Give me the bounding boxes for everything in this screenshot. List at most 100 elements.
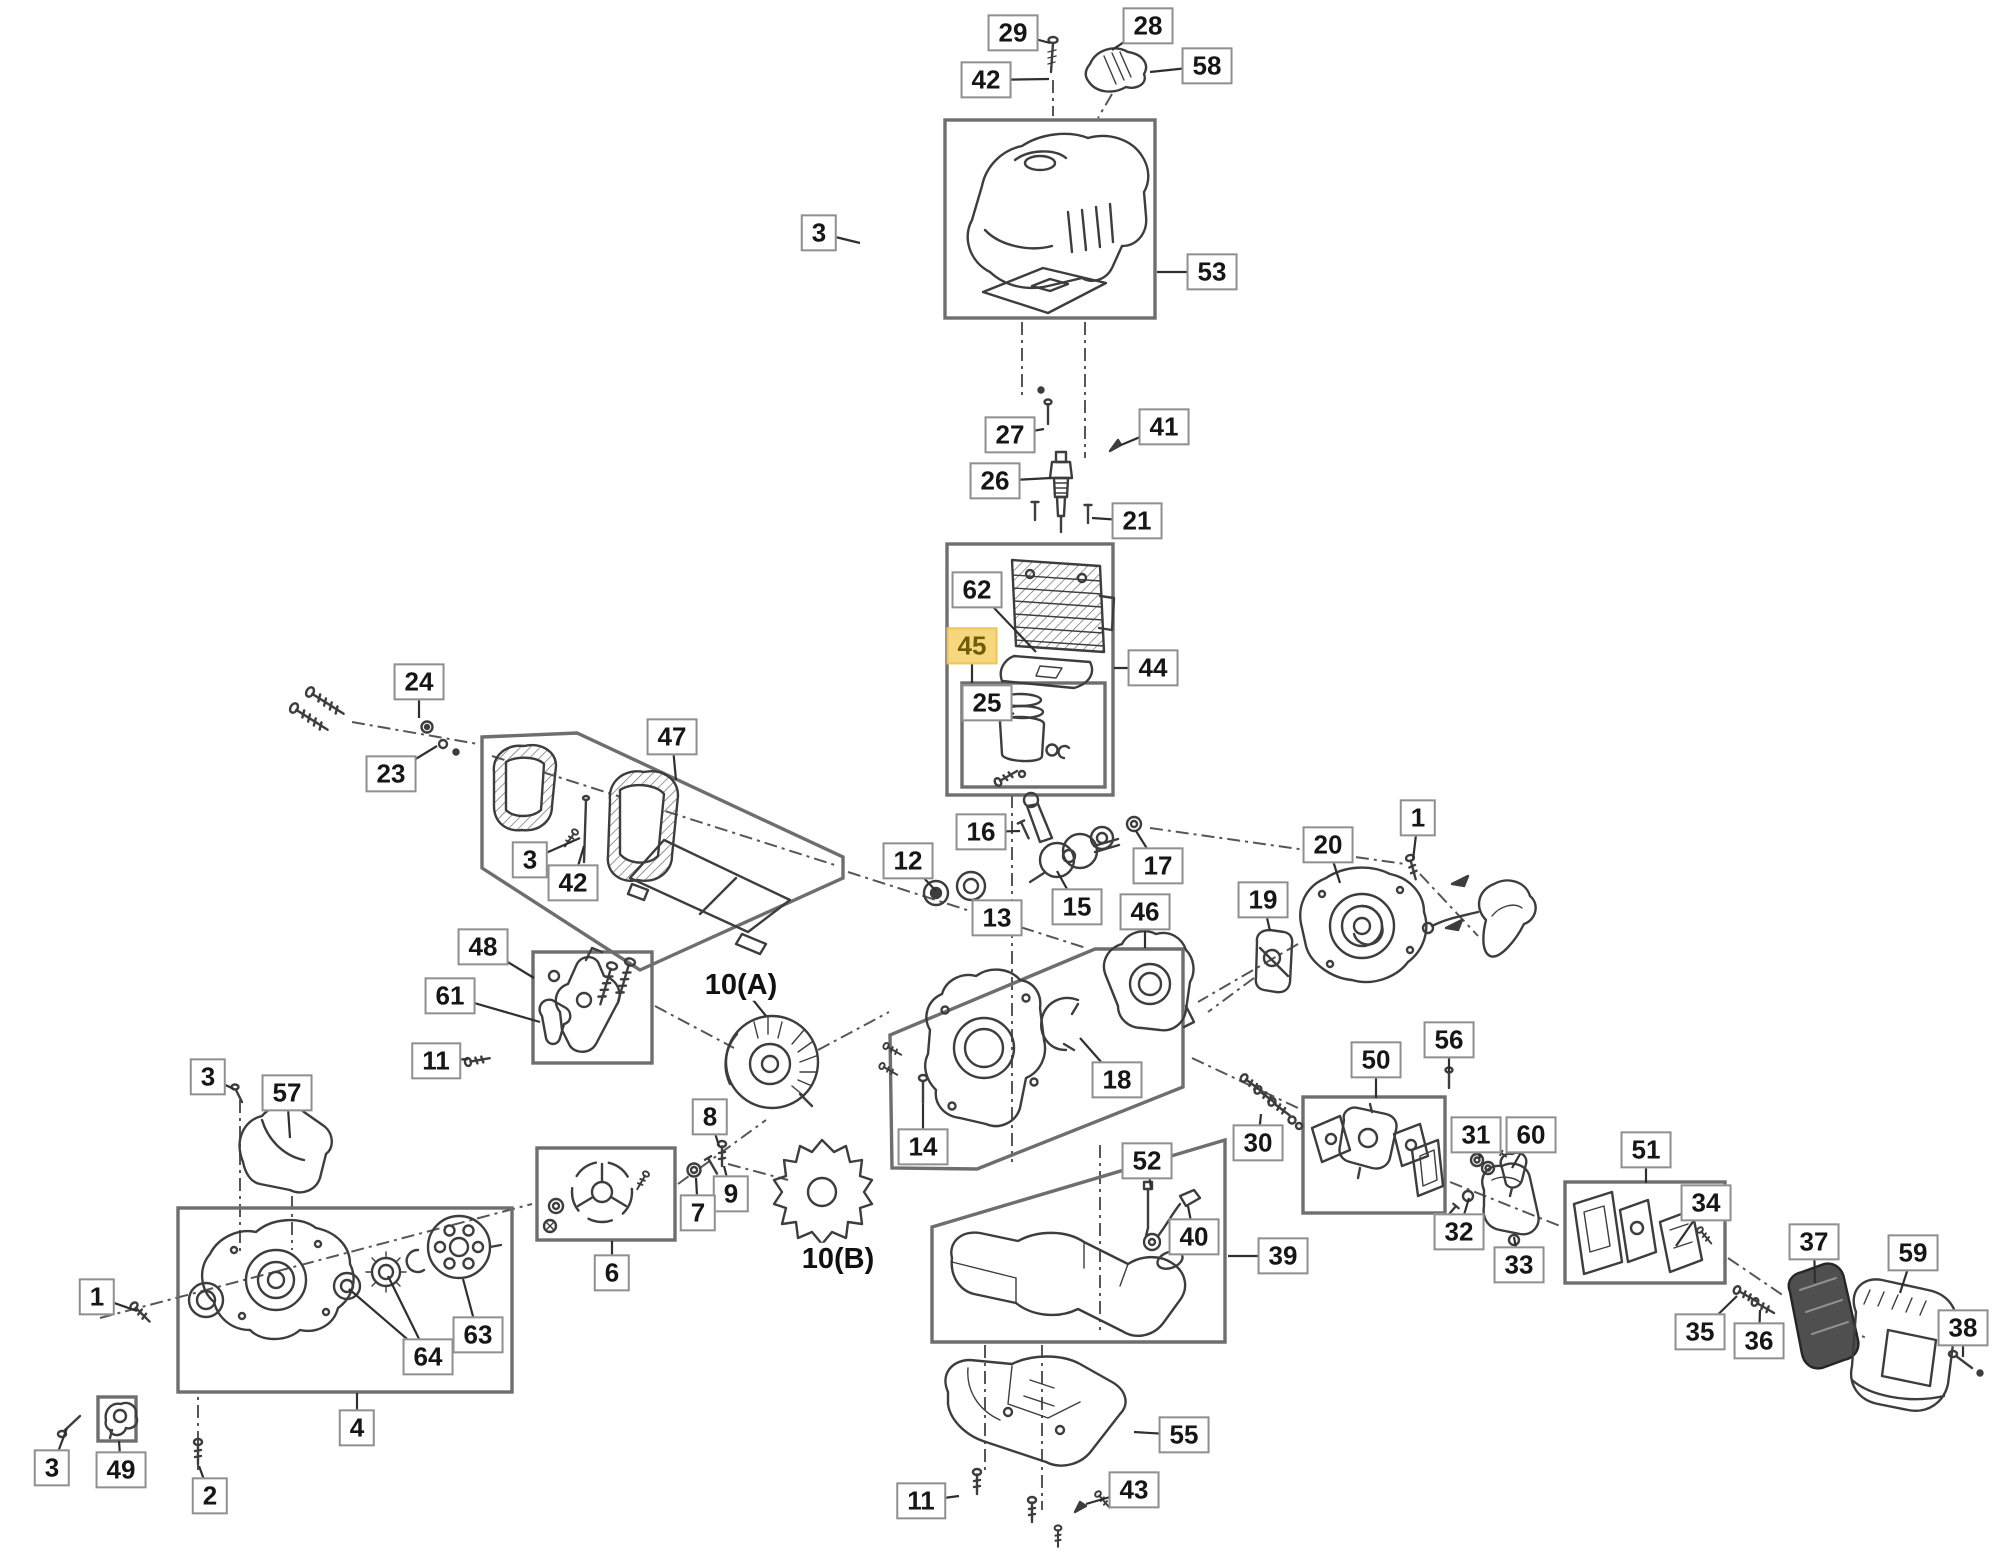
part-lever-61 [538, 998, 572, 1046]
part-callout-3[interactable]: 3 [511, 841, 549, 879]
part-muffler-cover [1849, 1278, 1958, 1412]
part-callout-56[interactable]: 56 [1423, 1021, 1475, 1059]
box-gearhead-4 [176, 1206, 514, 1394]
part-callout-4[interactable]: 4 [338, 1409, 376, 1447]
part-callout-9[interactable]: 9 [712, 1175, 750, 1213]
part-muffler [1787, 1262, 1860, 1370]
part-callout-41[interactable]: 41 [1138, 408, 1190, 446]
part-callout-57[interactable]: 57 [261, 1074, 313, 1112]
part-callout-53[interactable]: 53 [1186, 253, 1238, 291]
part-screw-41 [1108, 438, 1123, 453]
part-fuel-line-52 [1142, 1180, 1154, 1238]
part-callout-35[interactable]: 35 [1674, 1313, 1726, 1351]
part-callout-42[interactable]: 42 [960, 61, 1012, 99]
part-callout-43[interactable]: 43 [1108, 1471, 1160, 1509]
part-callout-14[interactable]: 14 [897, 1128, 949, 1166]
part-screw-27 [1037, 386, 1053, 426]
part-callout-39[interactable]: 39 [1257, 1237, 1309, 1275]
part-callout-10(A)[interactable]: 10(A) [700, 968, 782, 1002]
part-clutch-drum [426, 1214, 503, 1280]
part-callout-13[interactable]: 13 [971, 899, 1023, 937]
part-callout-19[interactable]: 19 [1237, 881, 1289, 919]
part-callout-8[interactable]: 8 [691, 1098, 729, 1136]
part-callout-45[interactable]: 45 [946, 627, 998, 665]
part-callout-47[interactable]: 47 [646, 718, 698, 756]
part-callout-7[interactable]: 7 [679, 1194, 717, 1232]
part-callout-60[interactable]: 60 [1505, 1116, 1557, 1154]
part-callout-61[interactable]: 61 [424, 977, 476, 1015]
part-callout-18[interactable]: 18 [1091, 1061, 1143, 1099]
part-callout-25[interactable]: 25 [961, 684, 1013, 722]
part-callout-24[interactable]: 24 [393, 663, 445, 701]
part-callout-51[interactable]: 51 [1620, 1131, 1672, 1169]
part-crankshaft [1016, 791, 1121, 884]
part-callout-28[interactable]: 28 [1122, 7, 1174, 45]
part-screw-29 [1047, 35, 1059, 74]
part-callout-10(B)[interactable]: 10(B) [797, 1242, 879, 1276]
part-hardware-8-9-7 [686, 1139, 728, 1178]
part-spark-plug [1048, 450, 1074, 534]
part-callout-3[interactable]: 3 [800, 214, 838, 252]
part-callout-17[interactable]: 17 [1132, 847, 1184, 885]
part-callout-59[interactable]: 59 [1887, 1234, 1939, 1272]
part-callout-20[interactable]: 20 [1302, 826, 1354, 864]
part-callout-49[interactable]: 49 [95, 1451, 147, 1489]
part-callout-3[interactable]: 3 [189, 1058, 227, 1096]
part-callout-58[interactable]: 58 [1181, 47, 1233, 85]
part-callout-36[interactable]: 36 [1733, 1322, 1785, 1360]
box-engine-cover-53 [943, 118, 1157, 320]
part-callout-34[interactable]: 34 [1680, 1184, 1732, 1222]
part-callout-29[interactable]: 29 [987, 14, 1039, 52]
part-airbox-halves [492, 743, 792, 956]
part-bottom-guard [944, 1355, 1127, 1548]
part-screws-14 [877, 1041, 929, 1105]
part-callout-15[interactable]: 15 [1051, 888, 1103, 926]
part-callout-6[interactable]: 6 [593, 1254, 631, 1292]
part-callout-26[interactable]: 26 [969, 462, 1021, 500]
part-callout-42[interactable]: 42 [547, 864, 599, 902]
part-callout-62[interactable]: 62 [951, 571, 1003, 609]
part-callout-1[interactable]: 1 [1399, 799, 1437, 837]
part-callout-63[interactable]: 63 [452, 1316, 504, 1354]
part-callout-30[interactable]: 30 [1232, 1124, 1284, 1162]
part-callout-64[interactable]: 64 [402, 1338, 454, 1376]
box-cylinder-44 [945, 542, 1115, 797]
part-clamp-49 [104, 1401, 139, 1440]
part-callout-46[interactable]: 46 [1119, 893, 1171, 931]
part-callout-55[interactable]: 55 [1158, 1416, 1210, 1454]
part-callout-33[interactable]: 33 [1493, 1246, 1545, 1284]
part-callout-11[interactable]: 11 [896, 1482, 946, 1520]
part-callout-32[interactable]: 32 [1433, 1213, 1485, 1251]
part-callout-38[interactable]: 38 [1937, 1309, 1989, 1347]
part-callout-21[interactable]: 21 [1111, 502, 1163, 540]
part-callout-3[interactable]: 3 [33, 1449, 71, 1487]
part-callout-48[interactable]: 48 [457, 928, 509, 966]
box-bracket-48 [531, 950, 654, 1065]
part-bearing-set-64 [332, 1248, 426, 1301]
part-callout-31[interactable]: 31 [1450, 1116, 1502, 1154]
part-callout-44[interactable]: 44 [1127, 649, 1179, 687]
part-circlip-18 [1040, 996, 1080, 1052]
part-callout-23[interactable]: 23 [365, 755, 417, 793]
part-callout-12[interactable]: 12 [882, 842, 934, 880]
part-muffler-gaskets [1572, 1190, 1715, 1276]
part-callout-11[interactable]: 11 [411, 1042, 461, 1080]
part-callout-37[interactable]: 37 [1788, 1223, 1840, 1261]
part-callout-1[interactable]: 1 [78, 1278, 116, 1316]
part-callout-2[interactable]: 2 [191, 1477, 229, 1515]
part-washers-17 [1089, 815, 1143, 851]
part-callout-52[interactable]: 52 [1121, 1142, 1173, 1180]
part-callout-16[interactable]: 16 [955, 813, 1007, 851]
part-bearing-12 [922, 879, 950, 907]
part-isolator-19 [1254, 928, 1294, 994]
part-handle-bracket [547, 946, 637, 1053]
box-carburetor-50 [1301, 1095, 1447, 1215]
part-callout-40[interactable]: 40 [1168, 1218, 1220, 1256]
part-recoil-starter [1299, 852, 1537, 984]
part-engine-cover [966, 132, 1150, 315]
part-callout-50[interactable]: 50 [1350, 1041, 1402, 1079]
part-callout-27[interactable]: 27 [984, 416, 1036, 454]
